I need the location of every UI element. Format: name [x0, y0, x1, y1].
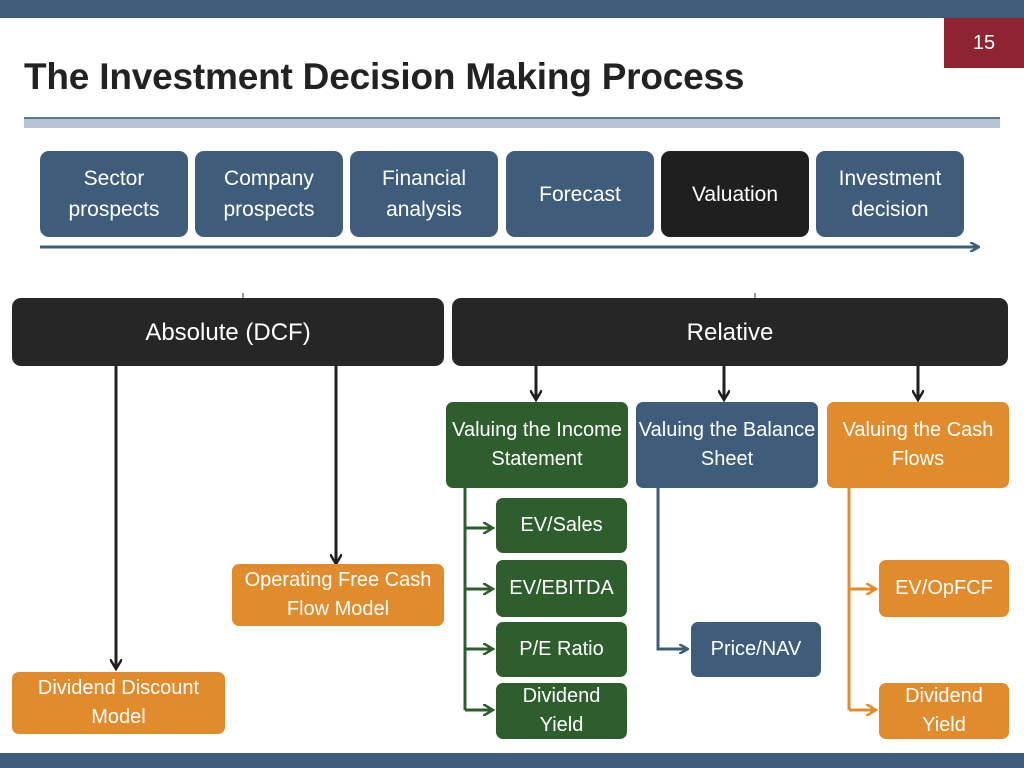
title-divider: [24, 117, 1000, 128]
page-number: 15: [944, 18, 1024, 68]
balance-connector: [656, 487, 687, 649]
relative-box: Relative: [452, 298, 1008, 366]
bottom-bar: [0, 753, 1024, 768]
dividend-discount-model: Dividend Discount Model: [12, 672, 225, 734]
step-sector-prospects: Sector prospects: [40, 151, 188, 237]
absolute-dcf-box: Absolute (DCF): [12, 298, 444, 366]
step-company-prospects: Company prospects: [195, 151, 343, 237]
top-bar: [0, 0, 1024, 18]
step-financial-analysis: Financial analysis: [350, 151, 498, 237]
metric-dividend-yield-orange: Dividend Yield: [879, 683, 1009, 739]
metric-ev-sales: EV/Sales: [496, 498, 627, 553]
income-statement-box: Valuing the Income Statement: [446, 402, 628, 488]
balance-sheet-box: Valuing the Balance Sheet: [636, 402, 818, 488]
slide-title: The Investment Decision Making Process: [24, 56, 745, 97]
cash-flows-box: Valuing the Cash Flows: [827, 402, 1009, 488]
operating-free-cash-flow-model: Operating Free Cash Flow Model: [232, 564, 444, 626]
metric-pe-ratio: P/E Ratio: [496, 622, 627, 677]
step-investment-decision: Investment decision: [816, 151, 964, 237]
metric-price-nav: Price/NAV: [691, 622, 821, 677]
metric-ev-ebitda: EV/EBITDA: [496, 560, 627, 617]
metric-ev-opfcf: EV/OpFCF: [879, 560, 1009, 617]
step-forecast: Forecast: [506, 151, 654, 237]
metric-dividend-yield-green: Dividend Yield: [496, 683, 627, 739]
step-valuation: Valuation: [661, 151, 809, 237]
